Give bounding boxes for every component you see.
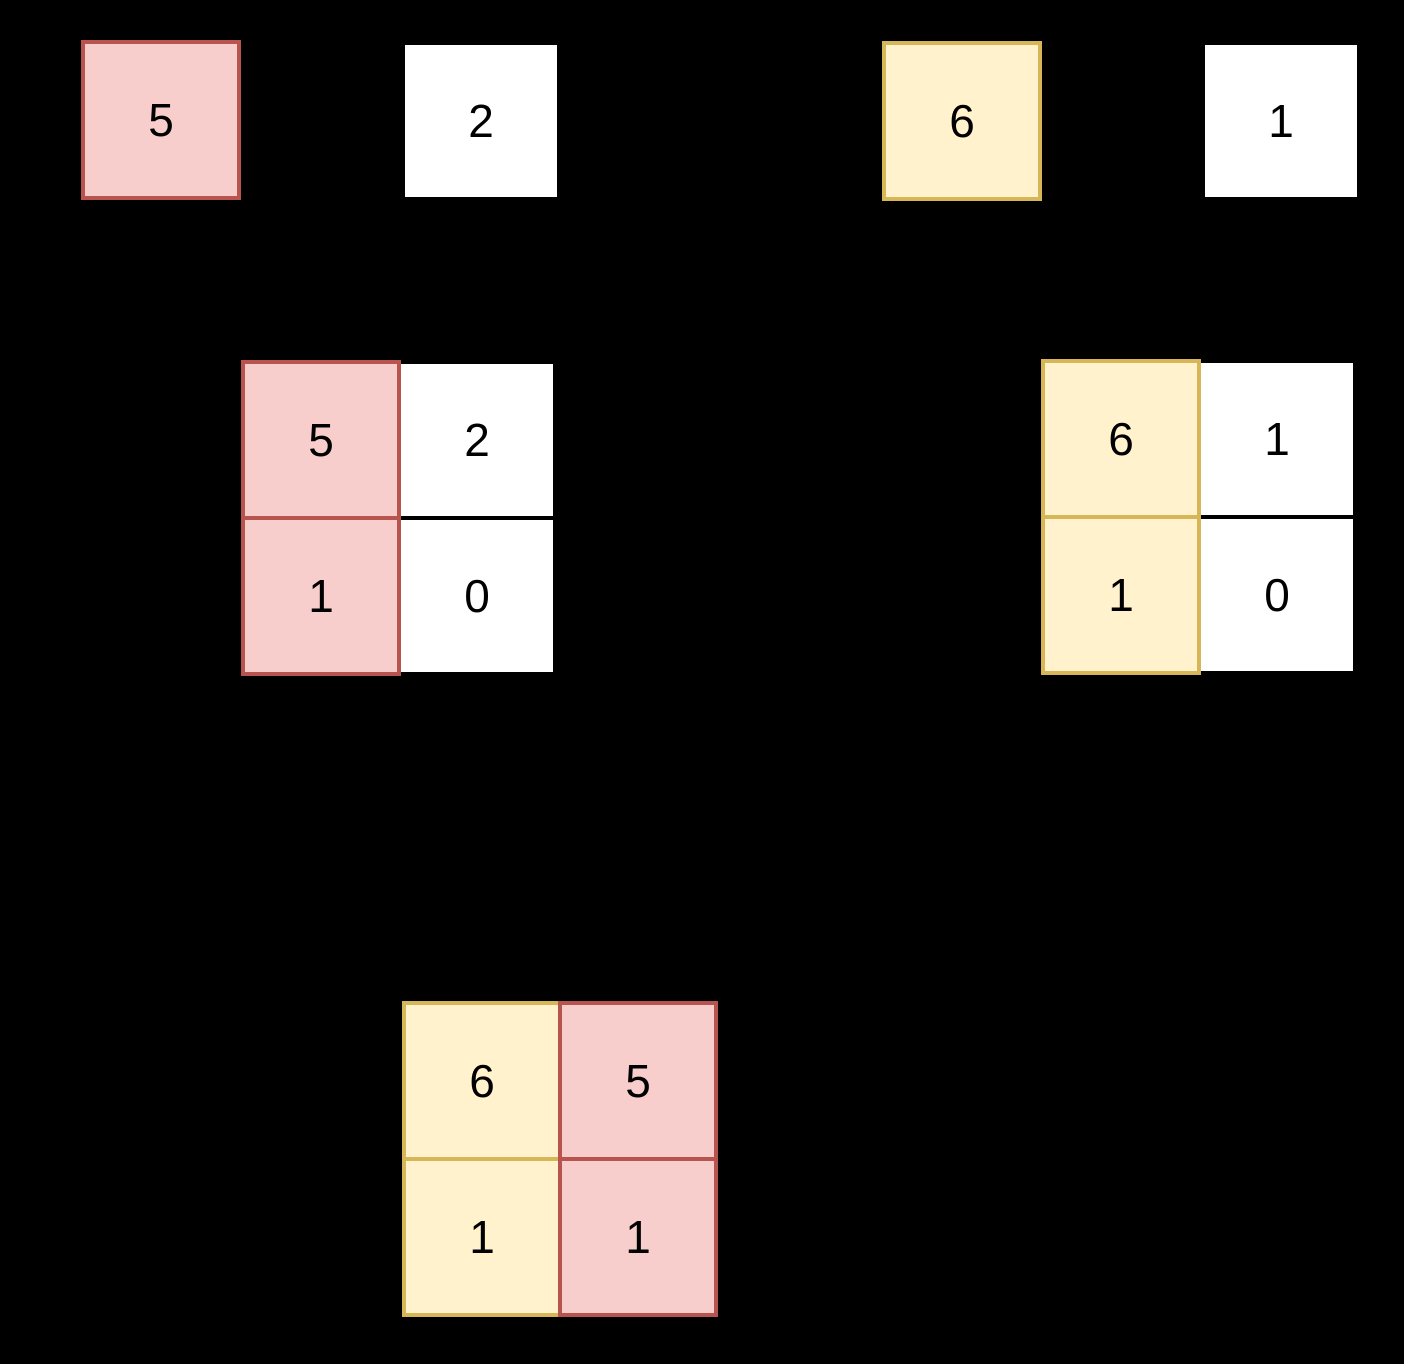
grid-cell: 1 [402,1157,562,1317]
grid-cell: 0 [397,516,557,676]
top-right-ones-cell: 1 [1201,41,1361,201]
grid-cell: 6 [1041,359,1201,519]
top-left-ones-cell: 2 [401,41,561,201]
grid-cell: 0 [1197,515,1357,675]
top-right-tens-cell: 6 [882,41,1042,201]
grid-cell: 1 [558,1157,718,1317]
grid-cell: 6 [402,1001,562,1161]
grid-cell: 2 [397,360,557,520]
grid-cell: 1 [1041,515,1201,675]
middle-right-grid: 6 1 1 0 [1041,359,1357,675]
grid-cell: 5 [241,360,401,520]
grid-cell: 1 [1197,359,1357,519]
middle-left-grid: 5 2 1 0 [241,360,557,676]
grid-cell: 1 [241,516,401,676]
top-left-tens-cell: 5 [81,40,241,200]
grid-cell: 5 [558,1001,718,1161]
bottom-grid: 6 5 1 1 [402,1001,718,1317]
